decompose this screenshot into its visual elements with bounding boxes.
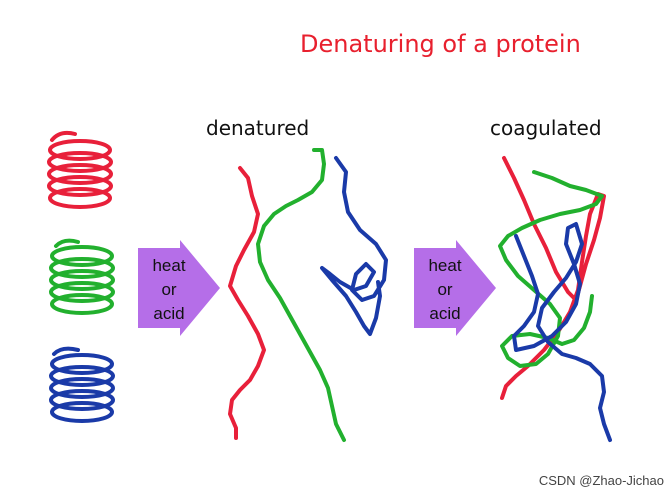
green-denatured-strand	[256, 148, 346, 442]
arrow-shape	[138, 240, 220, 336]
arrow-text-line: or	[437, 280, 453, 299]
arrow-text-line: acid	[429, 304, 461, 323]
label-denatured: denatured	[206, 116, 310, 140]
blue-denatured-strand	[320, 156, 388, 336]
heat-or-acid-arrow-2: heat or acid	[414, 240, 514, 340]
arrow-text: heat or acid	[138, 254, 200, 326]
diagram-title: Denaturing of a protein	[300, 30, 581, 58]
blue-coagulated-strand	[512, 222, 612, 442]
red-denatured-strand	[228, 166, 266, 440]
arrow-text-line: heat	[428, 256, 462, 275]
watermark: CSDN @Zhao-Jichao	[538, 473, 664, 488]
red-helix-coil	[47, 130, 113, 209]
arrow-text-line: heat	[152, 256, 186, 275]
blue-helix-coil	[49, 346, 115, 423]
heat-or-acid-arrow-1: heat or acid	[138, 240, 238, 340]
arrow-text: heat or acid	[414, 254, 476, 326]
arrow-text-line: or	[161, 280, 177, 299]
arrow-shape	[414, 240, 496, 336]
green-helix-coil	[49, 238, 115, 315]
arrow-text-line: acid	[153, 304, 185, 323]
label-coagulated: coagulated	[490, 116, 602, 140]
